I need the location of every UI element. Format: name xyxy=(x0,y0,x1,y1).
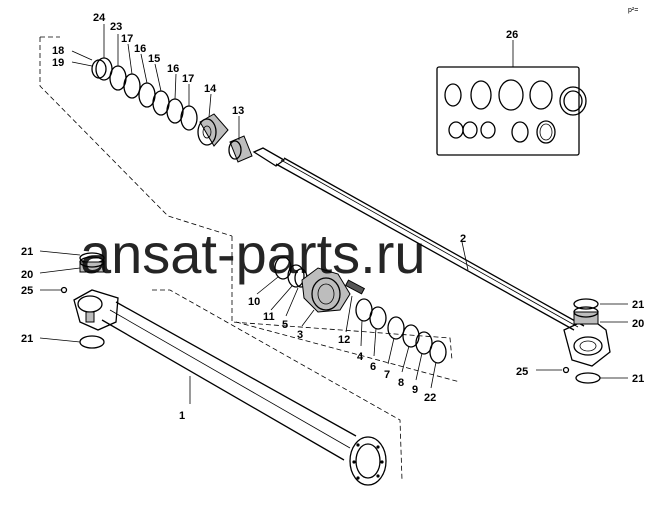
grease-nipple-right xyxy=(562,366,570,374)
label-part-7: 7 xyxy=(384,369,390,381)
ring-9 xyxy=(415,331,433,355)
label-part-15: 15 xyxy=(148,53,160,65)
label-part-20a: 20 xyxy=(21,269,33,281)
label-part-25b: 25 xyxy=(516,366,528,378)
ring-7 xyxy=(387,316,405,340)
label-part-9: 9 xyxy=(412,384,418,396)
label-part-11: 11 xyxy=(263,311,275,323)
leader-lines xyxy=(39,24,628,404)
ring-6 xyxy=(369,306,387,330)
piston-rod xyxy=(252,147,585,331)
right-seal-21b xyxy=(575,372,601,384)
cylinder-tube xyxy=(73,289,403,486)
label-part-17a: 17 xyxy=(121,33,133,45)
label-part-3: 3 xyxy=(297,329,303,341)
label-part-23: 23 xyxy=(110,21,122,33)
ring-17a xyxy=(123,73,141,99)
label-part-21d: 21 xyxy=(632,373,644,385)
cylinder-head xyxy=(301,267,351,313)
label-part-16a: 16 xyxy=(134,43,146,55)
label-part-16b: 16 xyxy=(167,63,179,75)
nut xyxy=(91,59,107,79)
label-part-1: 1 xyxy=(179,410,185,422)
ring-22 xyxy=(429,340,447,364)
label-part-8: 8 xyxy=(398,377,404,389)
label-part-21a: 21 xyxy=(21,246,33,258)
label-part-12: 12 xyxy=(338,334,350,346)
label-part-14: 14 xyxy=(204,83,217,95)
watermark: ansat-parts.ru xyxy=(80,222,426,285)
label-part-26: 26 xyxy=(506,29,518,41)
right-pin-parts xyxy=(562,298,601,384)
ring-11 xyxy=(287,264,305,288)
tube-flange xyxy=(349,436,387,486)
label-part-10: 10 xyxy=(248,296,260,308)
label-part-2: 2 xyxy=(460,233,466,245)
seal-kit-box xyxy=(436,66,587,156)
label-part-5: 5 xyxy=(282,319,288,331)
gland-sleeve xyxy=(228,135,253,163)
label-part-20b: 20 xyxy=(632,318,644,330)
left-seal-21b xyxy=(79,335,105,349)
label-part-18: 18 xyxy=(52,45,64,57)
part-labels: 1 2 3 4 5 6 7 8 9 10 11 12 13 14 15 16 1… xyxy=(21,12,644,422)
label-part-24: 24 xyxy=(93,12,106,24)
piston xyxy=(197,113,229,147)
label-part-21c: 21 xyxy=(632,299,644,311)
label-part-22: 22 xyxy=(424,392,436,404)
rod-eye xyxy=(563,317,611,367)
ring-17b xyxy=(180,105,198,131)
grease-nipple-left xyxy=(60,286,68,294)
right-seal-21a xyxy=(573,298,599,310)
seal-kit-frame xyxy=(436,66,580,156)
piston-rod-assembly xyxy=(39,36,611,367)
label-part-19: 19 xyxy=(52,57,64,69)
label-part-6: 6 xyxy=(370,361,376,373)
label-part-25a: 25 xyxy=(21,285,33,297)
label-part-17b: 17 xyxy=(182,73,194,85)
left-pin-parts xyxy=(60,252,105,349)
corner-mark: p²= xyxy=(628,7,638,14)
rod-bracket-line xyxy=(39,37,233,237)
label-part-4: 4 xyxy=(357,351,364,363)
label-part-21b: 21 xyxy=(21,333,33,345)
cylinder-head-group xyxy=(231,236,461,383)
right-bushing-20 xyxy=(573,311,599,325)
bolt xyxy=(344,279,366,295)
ring-8 xyxy=(402,324,420,348)
tube-eye xyxy=(73,289,119,331)
label-part-13: 13 xyxy=(232,105,244,117)
